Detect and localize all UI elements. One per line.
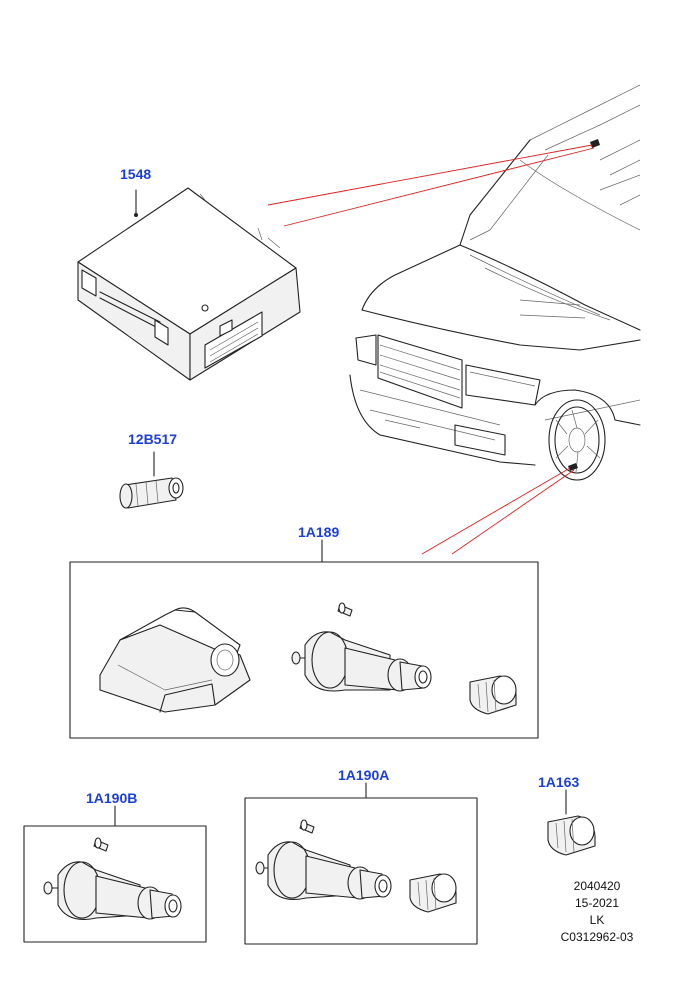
callout-1a189: 1A189: [298, 524, 340, 540]
callout-1a190a: 1A190A: [338, 767, 390, 783]
module-part: [77, 187, 301, 381]
reference-block: 2040420 15-2021 LK C0312962-03: [542, 878, 652, 946]
reference-line-2: 15-2021: [574, 896, 620, 910]
callout-1548: 1548: [120, 166, 152, 182]
callout-1a163: 1A163: [538, 774, 580, 790]
reference-line-4: C0312962-03: [560, 930, 634, 944]
leader-lines: [267, 144, 595, 555]
callout-12b517: 12B517: [128, 431, 178, 447]
valve-kit-b-part: [23, 805, 207, 943]
vehicle-illustration: [349, 84, 641, 481]
valve-stem-part: [119, 451, 184, 509]
valve-cap-part: [547, 789, 596, 856]
reference-line-1: 2040420: [573, 879, 621, 893]
valve-kit-a-part: [244, 782, 478, 945]
callout-1a190b: 1A190B: [86, 790, 138, 806]
reference-line-3: LK: [589, 913, 605, 927]
sensor-kit-part: [69, 539, 539, 739]
